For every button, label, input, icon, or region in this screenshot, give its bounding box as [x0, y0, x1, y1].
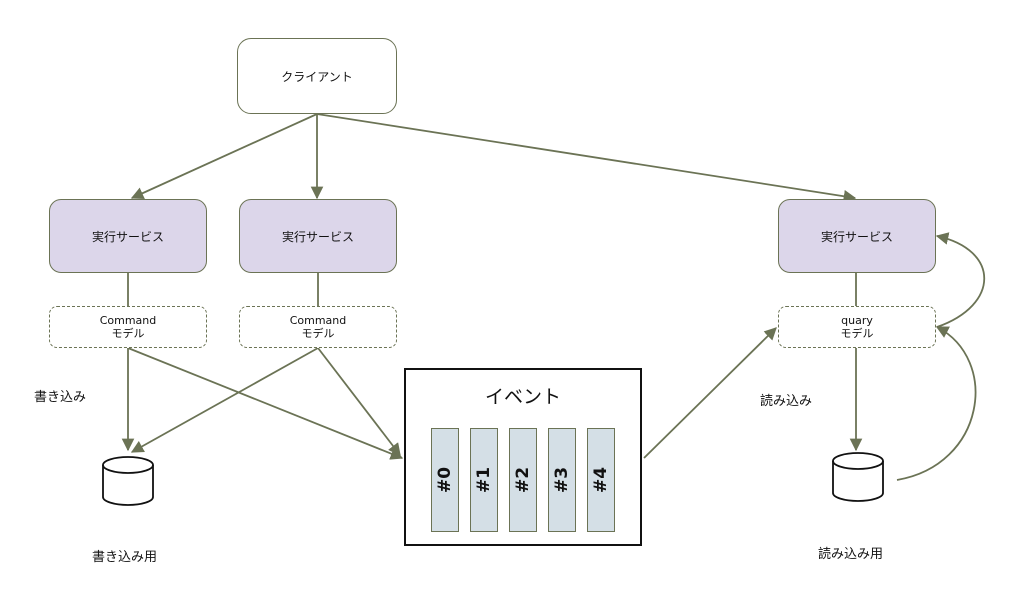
read-db-label: 読み込み用 — [818, 547, 884, 562]
event-partition-4: #4 — [587, 428, 615, 532]
service-label: 実行サービス — [281, 229, 354, 244]
model-label-line2: モデル — [301, 327, 335, 340]
edge-readdb-querymodel-curve — [896, 326, 977, 481]
client-node: クライアント — [237, 38, 397, 114]
edge-event-querymodel — [643, 327, 777, 459]
command-model-node-1: Command モデル — [49, 306, 207, 348]
service-node-2: 実行サービス — [239, 199, 397, 273]
command-model-node-2: Command モデル — [239, 306, 397, 348]
edge-model1-event — [127, 347, 404, 460]
model-label-line1: Command — [289, 314, 347, 327]
event-partition-1: #1 — [470, 428, 498, 532]
service-label: 実行サービス — [91, 229, 164, 244]
read-label: 読み込み — [760, 394, 813, 409]
query-model-node: quary モデル — [778, 306, 936, 348]
write-label: 書き込み — [34, 390, 87, 405]
service-label: 実行サービス — [820, 229, 893, 244]
edge-client-service1 — [130, 113, 318, 200]
client-label: クライアント — [281, 69, 353, 84]
edge-client-service3 — [316, 113, 857, 203]
event-partition-2: #2 — [509, 428, 537, 532]
read-db-cylinder-icon — [832, 452, 884, 502]
service-node-3: 実行サービス — [778, 199, 936, 273]
model-label-line1: Command — [99, 314, 157, 327]
model-label-line1: quary — [841, 314, 873, 327]
write-db-cylinder-icon — [102, 456, 154, 506]
service-node-1: 実行サービス — [49, 199, 207, 273]
edge-model2-writedb — [130, 347, 319, 453]
event-partition-0: #0 — [431, 428, 459, 532]
event-title: イベント — [484, 386, 561, 408]
event-partition-3: #3 — [548, 428, 576, 532]
write-db-label: 書き込み用 — [92, 550, 158, 565]
edge-model2-event — [317, 347, 401, 457]
model-label-line2: モデル — [111, 327, 145, 340]
model-label-line2: モデル — [840, 327, 874, 340]
edge-querymodel-service3-curve — [935, 232, 986, 328]
